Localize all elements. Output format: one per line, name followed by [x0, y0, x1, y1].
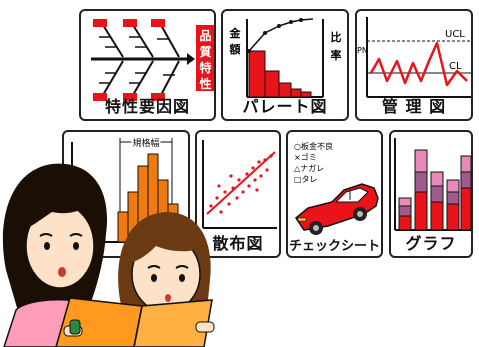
effect-box-char: 質	[199, 44, 211, 59]
control-chart-card[interactable]: UCL CL PN 管 理 図	[355, 9, 473, 121]
control-chart-illustration: UCL CL PN	[357, 17, 471, 98]
graph-label: グラフ	[405, 234, 457, 253]
pareto-right-axis-char: 率	[331, 48, 342, 62]
scatter-label: 散布図	[212, 234, 264, 253]
fishbone-label: 特性要因図	[104, 97, 190, 116]
pn-label: PN	[357, 46, 368, 55]
check-item: □タレ	[294, 175, 318, 184]
pareto-left-axis-char: 金	[229, 26, 242, 40]
stacked-bar-graph-card[interactable]: グラフ	[389, 130, 473, 258]
stacked-bar-graph-illustration	[394, 138, 471, 231]
scatter-plot-illustration	[202, 140, 277, 229]
fishbone-diagram-illustration: 品 質 特 性	[91, 19, 214, 101]
folder-icon	[55, 297, 215, 347]
check-item: △ナガレ	[294, 163, 324, 173]
check-sheet-card[interactable]: ○板金不良 ×ゴミ △ナガレ □タレ チェックシート	[286, 130, 383, 258]
pareto-left-axis-char: 額	[229, 42, 241, 56]
check-item: ×ゴミ	[294, 152, 317, 162]
scatter-plot-card[interactable]: 散布図	[195, 130, 281, 258]
two-people-reading-illustration	[2, 163, 215, 347]
person-right	[118, 212, 211, 326]
pareto-label: パレート図	[242, 97, 328, 116]
check-item: ○板金不良	[294, 141, 333, 151]
ucl-label: UCL	[445, 29, 465, 40]
red-car-icon	[295, 183, 379, 235]
fishbone-diagram-card[interactable]: 品 質 特 性 特性要因図	[79, 9, 216, 121]
effect-box-char: 品	[199, 29, 211, 43]
cl-label: CL	[449, 61, 462, 72]
pareto-chart-card[interactable]: 金 額 比 率 パレート図	[221, 9, 349, 121]
effect-box-char: 特	[199, 60, 211, 75]
check-sheet-label: チェックシート	[288, 239, 380, 254]
pareto-chart-illustration: 金 額 比 率	[229, 18, 342, 98]
control-label: 管 理 図	[381, 97, 447, 116]
pareto-right-axis-char: 比	[331, 30, 342, 44]
check-sheet-illustration: ○板金不良 ×ゴミ △ナガレ □タレ	[294, 141, 379, 235]
effect-box-char: 性	[198, 76, 211, 91]
spec-width-label: 規格幅	[132, 137, 159, 149]
